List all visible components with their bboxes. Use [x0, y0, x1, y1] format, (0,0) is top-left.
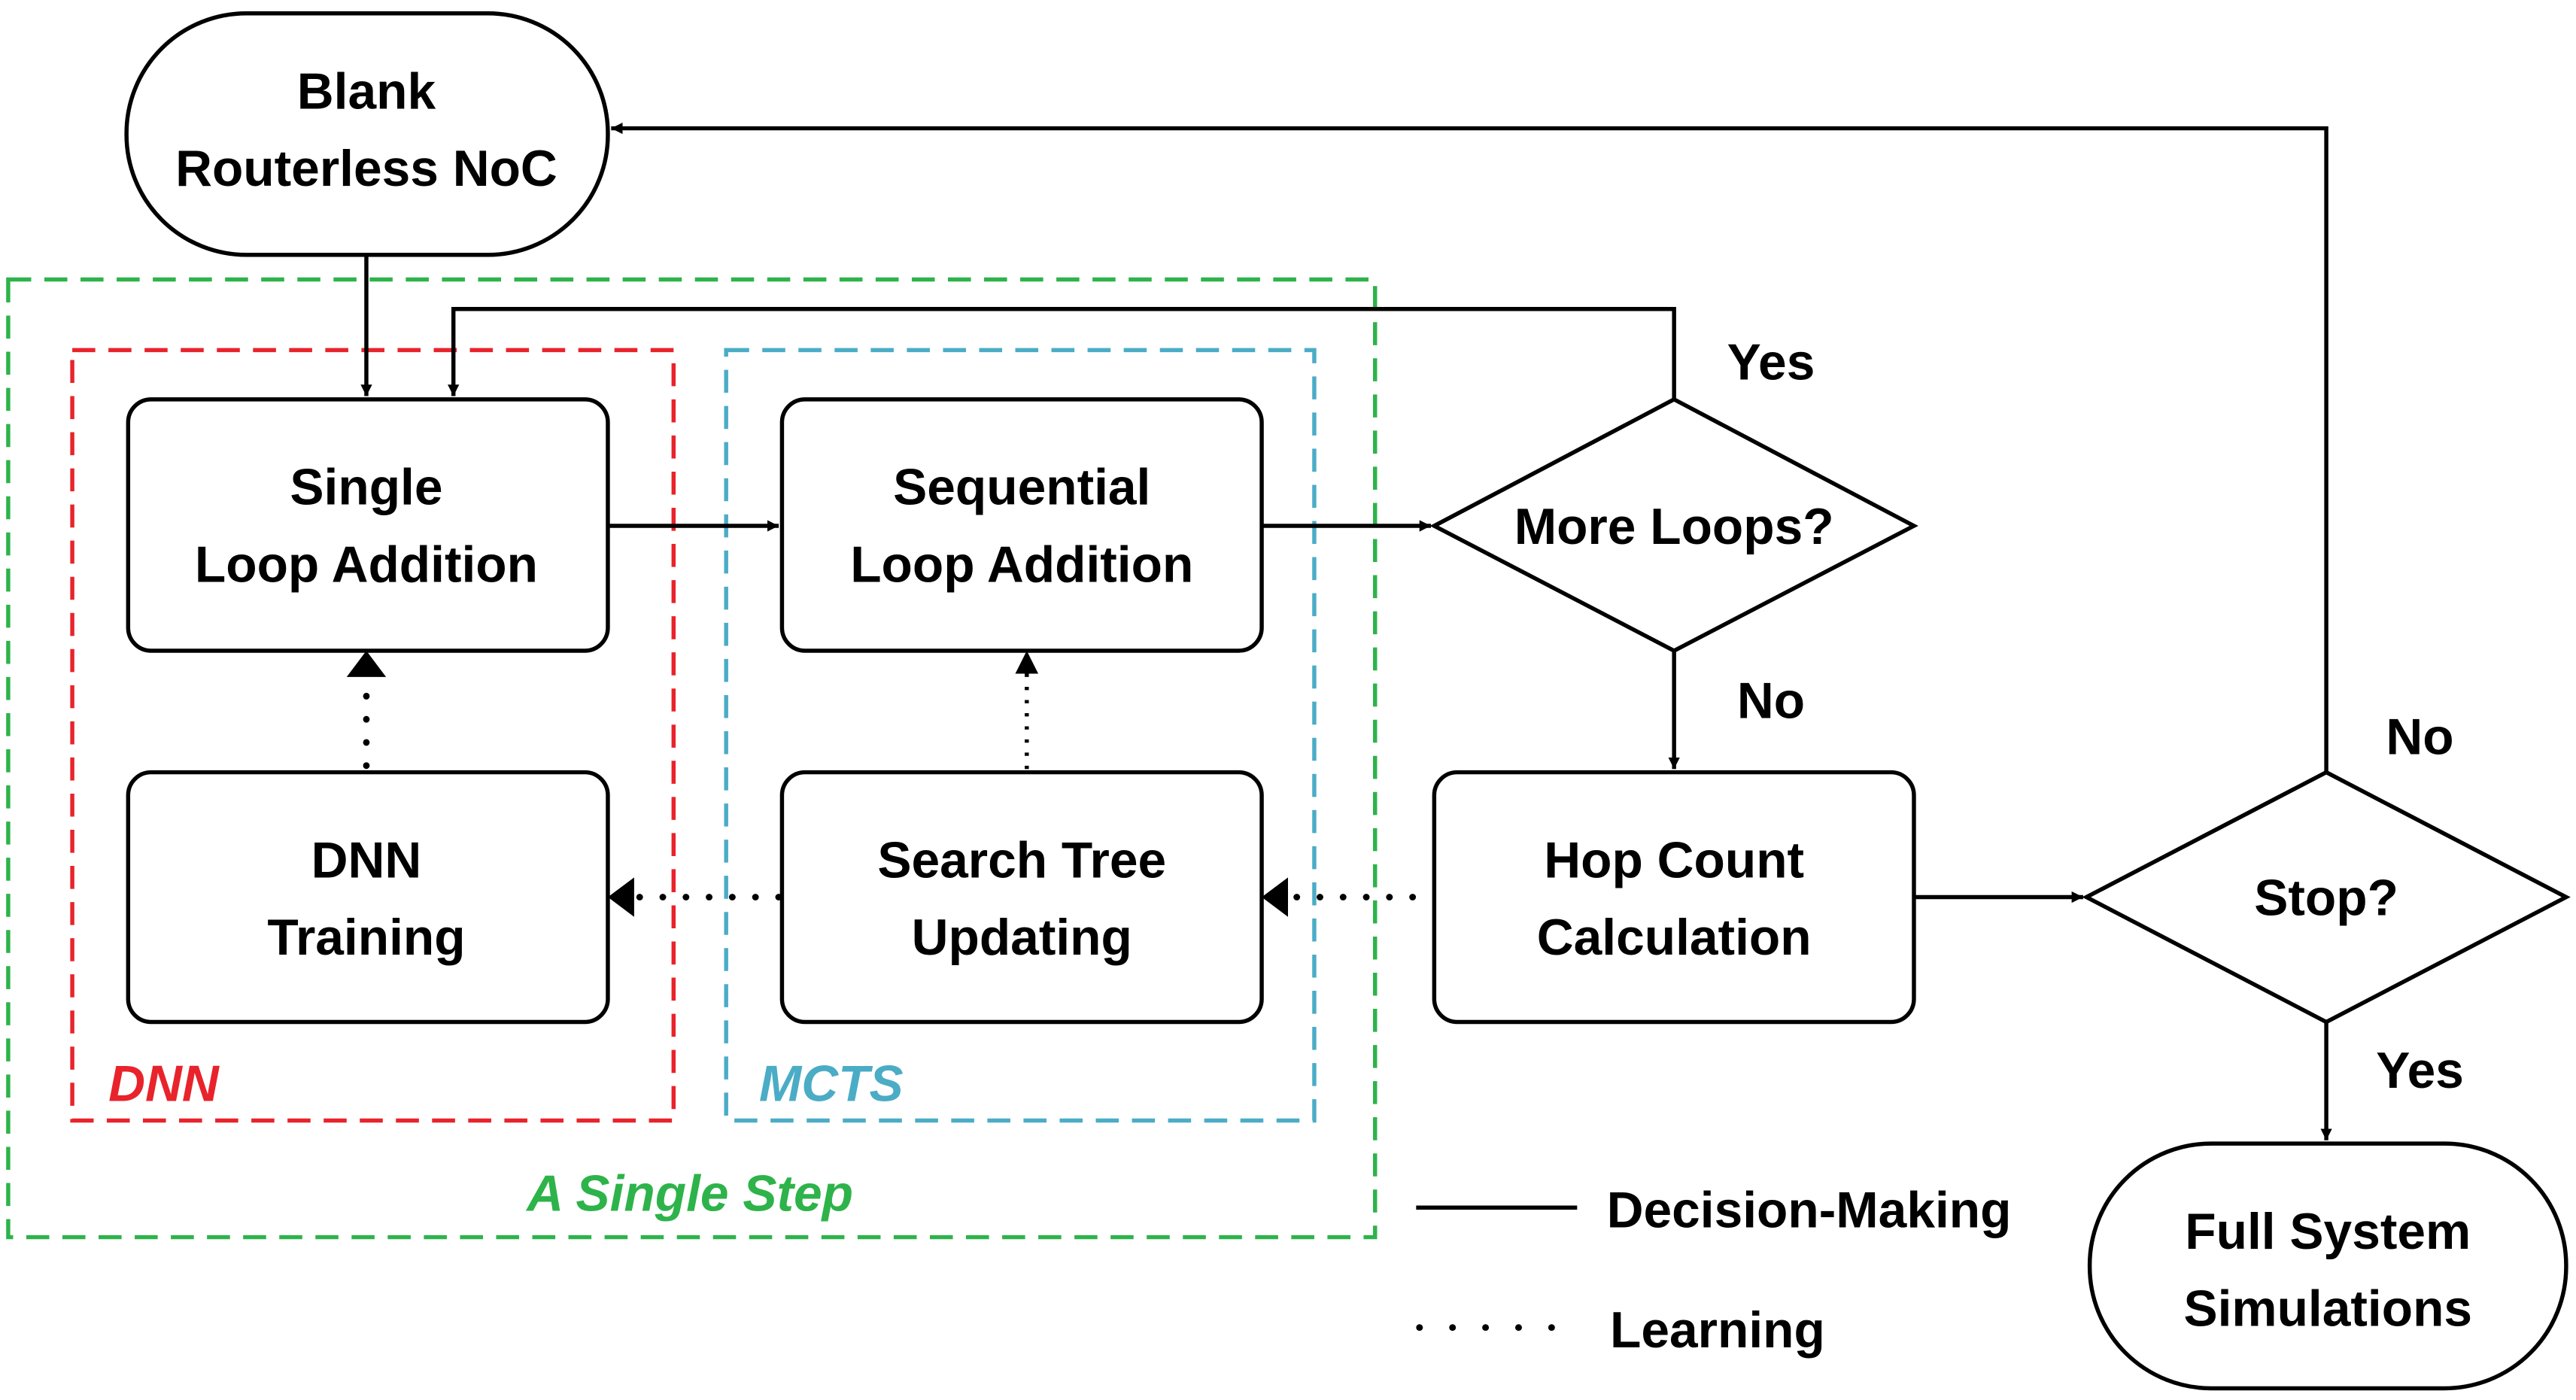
- svg-text:Training: Training: [267, 910, 465, 966]
- svg-text:Stop?: Stop?: [2254, 870, 2398, 927]
- node-hop-count-calculation: Hop Count Calculation: [1432, 770, 1916, 1025]
- label-stop-yes: Yes: [2376, 1043, 2464, 1099]
- svg-text:Blank: Blank: [297, 63, 436, 120]
- dnn-group-label: DNN: [108, 1055, 220, 1112]
- svg-text:Sequential: Sequential: [893, 460, 1150, 516]
- label-stop-no: No: [2386, 709, 2453, 766]
- edge-more-yes: [448, 307, 1676, 399]
- edge-stop-no: [611, 122, 2328, 773]
- decision-stop: Stop?: [2082, 770, 2571, 1025]
- node-sequential-loop-addition: Sequential Loop Addition: [779, 397, 1264, 653]
- legend-learning: Learning: [1610, 1302, 1825, 1359]
- node-dnn-training: DNN Training: [126, 770, 610, 1025]
- node-start: Blank Routerless NoC: [124, 11, 610, 257]
- node-single-loop-addition: Single Loop Addition: [126, 397, 610, 653]
- svg-text:Routerless NoC: Routerless NoC: [175, 141, 557, 197]
- svg-text:Simulations: Simulations: [2183, 1280, 2472, 1337]
- svg-text:Hop Count: Hop Count: [1544, 832, 1804, 888]
- mcts-group: [724, 348, 1317, 1123]
- dnn-group: [70, 348, 676, 1123]
- legend: Decision-Making Learning: [1416, 1182, 2012, 1359]
- label-more-yes: Yes: [1727, 335, 1815, 391]
- single-step-label: A Single Step: [525, 1166, 853, 1222]
- svg-text:Calculation: Calculation: [1537, 910, 1812, 966]
- label-more-no: No: [1737, 673, 1805, 730]
- svg-text:Full System: Full System: [2185, 1204, 2471, 1260]
- svg-text:Single: Single: [290, 460, 442, 516]
- node-full-system-simulations: Full System Simulations: [2087, 1141, 2568, 1391]
- svg-text:More Loops?: More Loops?: [1514, 499, 1834, 555]
- single-step-group: [6, 277, 1378, 1240]
- mcts-group-label: MCTS: [759, 1055, 904, 1112]
- svg-text:DNN: DNN: [311, 832, 422, 888]
- svg-text:Loop Addition: Loop Addition: [195, 536, 538, 593]
- svg-text:Loop Addition: Loop Addition: [850, 536, 1193, 593]
- decision-more-loops: More Loops?: [1429, 396, 1918, 654]
- svg-text:Search Tree: Search Tree: [877, 832, 1166, 888]
- svg-text:Updating: Updating: [912, 910, 1132, 966]
- node-search-tree-updating: Search Tree Updating: [779, 770, 1264, 1025]
- legend-decision-making: Decision-Making: [1607, 1182, 2012, 1238]
